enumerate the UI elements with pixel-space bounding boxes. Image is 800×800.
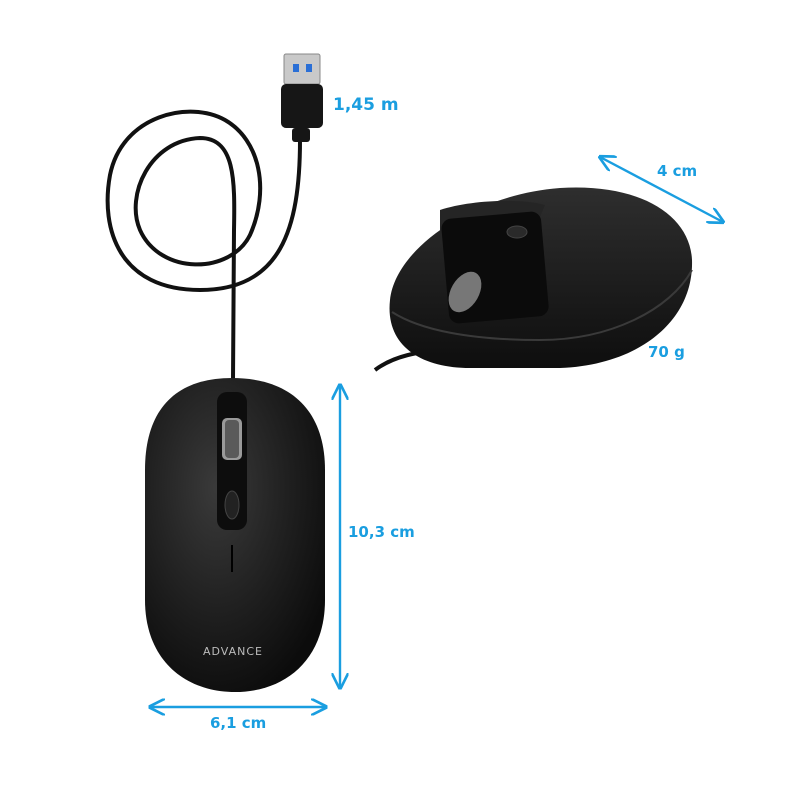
cable-length-label: 1,45 m bbox=[333, 95, 399, 115]
height-label: 4 cm bbox=[657, 162, 698, 180]
width-label: 6,1 cm bbox=[210, 714, 267, 732]
usb-plug bbox=[281, 53, 323, 142]
mouse-side-view bbox=[373, 187, 693, 372]
brand-logo: ADVANCE bbox=[203, 645, 263, 658]
height-arrow bbox=[600, 157, 723, 222]
dimension-arrows bbox=[150, 157, 723, 707]
weight-label: 70 g bbox=[648, 343, 685, 361]
mouse-top-view: ADVANCE bbox=[145, 378, 325, 692]
usb-cable bbox=[105, 109, 302, 381]
length-label: 10,3 cm bbox=[348, 523, 415, 541]
